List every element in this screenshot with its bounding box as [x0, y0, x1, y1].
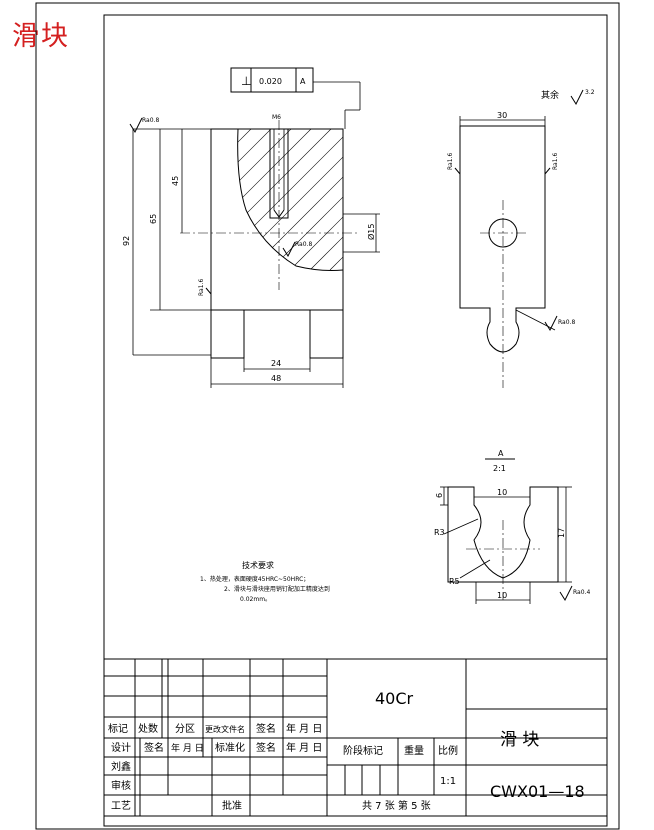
- detail-dim-6: 6: [435, 493, 444, 498]
- roughness-icon: [559, 585, 573, 602]
- tb-cell: 工艺: [111, 800, 131, 812]
- part-name: 滑 块: [500, 730, 539, 750]
- tolerance-datum: A: [300, 77, 306, 86]
- roughness-label: Ra1.6: [447, 153, 454, 170]
- roughness-label: Ra1.6: [198, 279, 205, 296]
- drawing-number: CWX01—18: [490, 782, 585, 801]
- roughness-other-label: 其余: [541, 89, 559, 101]
- dim-30: 30: [497, 111, 507, 120]
- tolerance-value: 0.020: [259, 77, 282, 86]
- roughness-label: Ra0.8: [558, 319, 575, 326]
- tb-cell: 签名: [144, 741, 164, 754]
- tech-req-line1: 1、热处理，表面硬度45HRC~50HRC；: [200, 575, 309, 583]
- dim-48: 48: [271, 374, 281, 383]
- title-block: [103, 658, 608, 817]
- tb-cell: 标准化: [215, 741, 245, 754]
- roughness-icon: [544, 162, 551, 176]
- roughness-icon: [544, 315, 558, 332]
- tb-cell: 分区: [175, 723, 195, 735]
- front-view: [129, 81, 380, 388]
- tb-cell: 签名: [256, 722, 276, 735]
- stamp-title: 滑块: [12, 21, 70, 52]
- tb-cell: 年 月 日: [286, 722, 322, 735]
- roughness-label: Ra1.6: [552, 153, 559, 170]
- ratio-label: 比例: [438, 744, 458, 757]
- inner-frame: [103, 14, 608, 827]
- dim-m6: M6: [272, 114, 281, 121]
- detail-dim-10-bottom: 10: [497, 591, 507, 600]
- perpendicularity-symbol: ⊥: [241, 74, 251, 88]
- tech-req-title: 技术要求: [242, 560, 274, 570]
- detail-dim-17: 17: [557, 528, 566, 538]
- tb-cell: 处数: [138, 722, 158, 735]
- tb-cell: 设计: [111, 741, 131, 754]
- tech-req-line3: 0.02mm。: [240, 596, 271, 603]
- detail-label: A: [498, 449, 504, 458]
- roughness-icon: [129, 117, 143, 134]
- material: 40Cr: [375, 689, 414, 708]
- tech-req-line2: 2、滑块与滑块座用销钉配加工精度达到: [224, 585, 330, 593]
- tolerance-frame: [230, 67, 314, 93]
- detail-r3: R3: [434, 528, 445, 537]
- tb-cell: 年 月 日: [171, 742, 204, 754]
- roughness-label: Ra0.4: [573, 589, 590, 596]
- weight-label: 重量: [404, 744, 424, 757]
- section-hatch: [237, 129, 343, 271]
- roughness-icon: [454, 162, 461, 176]
- detail-r5: R5: [449, 577, 460, 586]
- tb-cell: 签名: [256, 741, 276, 754]
- stage-mark-label: 阶段标记: [343, 744, 383, 757]
- dim-d15: Ø15: [366, 224, 376, 240]
- detail-dim-10-top: 10: [497, 488, 507, 497]
- tb-cell: 审核: [111, 779, 131, 792]
- roughness-label: Ra0.8: [295, 241, 312, 248]
- tb-cell: 更改文件名: [205, 724, 245, 734]
- tb-cell: 标记: [108, 723, 128, 735]
- ratio-value: 1:1: [440, 776, 456, 787]
- roughness-other-value: 3.2: [585, 89, 595, 96]
- dim-45: 45: [171, 176, 180, 186]
- outer-frame: [35, 2, 620, 830]
- sheet-count: 共 7 张 第 5 张: [362, 799, 431, 812]
- side-view: [454, 89, 584, 388]
- dim-24: 24: [271, 359, 281, 368]
- roughness-icon: [282, 241, 296, 258]
- tb-cell: 年 月 日: [286, 741, 322, 754]
- tb-cell: 刘鑫: [111, 760, 131, 773]
- roughness-icon: [205, 278, 212, 296]
- roughness-icon: [570, 89, 584, 106]
- detail-scale: 2:1: [493, 464, 506, 473]
- detail-view: [440, 458, 573, 604]
- dim-65: 65: [149, 214, 158, 224]
- roughness-label: Ra0.8: [142, 117, 159, 124]
- dim-92: 92: [122, 236, 131, 246]
- tb-cell: 批准: [222, 799, 242, 812]
